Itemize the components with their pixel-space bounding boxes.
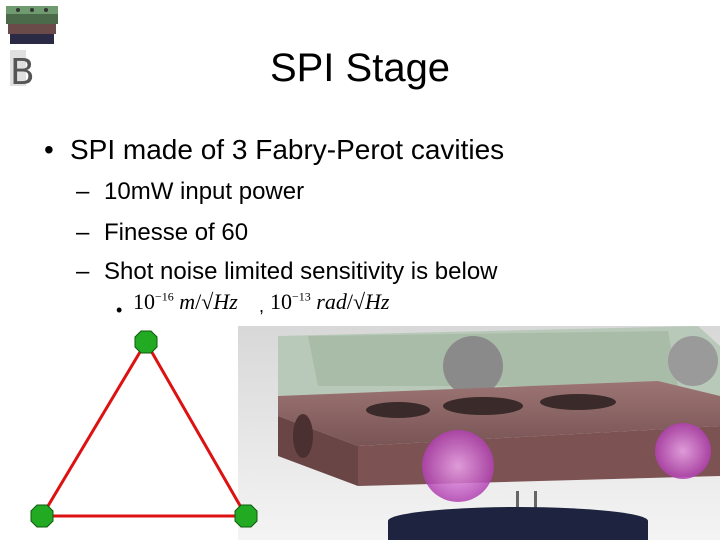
formula1-den: Hz bbox=[213, 289, 238, 314]
formula2-den: Hz bbox=[365, 289, 390, 314]
stage-logo-icon: B bbox=[6, 6, 58, 88]
cavity-triangle-diagram bbox=[30, 330, 258, 528]
sub-bullet-2: –Finesse of 60 bbox=[76, 218, 248, 248]
sub-bullet-text: 10mW input power bbox=[104, 178, 305, 205]
formula2-unit: rad bbox=[316, 289, 347, 314]
sub-bullet-1: –10mW input power bbox=[76, 177, 304, 207]
formula-slash: /√ bbox=[346, 289, 366, 314]
formula-slash: /√ bbox=[195, 289, 214, 314]
spi-stage-render bbox=[238, 326, 720, 540]
formula1-base: 10 bbox=[133, 289, 155, 314]
formula-angle: 10−13 rad/√Hz bbox=[270, 289, 412, 329]
formula2-exp: −13 bbox=[292, 289, 311, 304]
mirror-node-right bbox=[234, 504, 258, 528]
sub-bullet-dash: – bbox=[76, 219, 90, 246]
formula-separator: , bbox=[259, 296, 265, 316]
formula1-exp: −16 bbox=[155, 289, 174, 304]
svg-text:B: B bbox=[10, 52, 35, 88]
formula1-unit: m bbox=[179, 289, 196, 314]
main-bullet: • SPI made of 3 Fabry-Perot cavities bbox=[44, 132, 504, 168]
level3-bullet-dot: • bbox=[116, 300, 123, 320]
cavity-edge-left bbox=[40, 341, 148, 517]
sub-bullet-text: Shot noise limited sensitivity is below bbox=[104, 258, 498, 285]
formula2-base: 10 bbox=[270, 289, 292, 314]
mirror-node-top bbox=[134, 330, 158, 354]
sub-bullet-3: –Shot noise limited sensitivity is below bbox=[76, 257, 498, 287]
sub-bullet-dash: – bbox=[76, 178, 90, 205]
page-title: SPI Stage bbox=[269, 46, 451, 90]
main-bullet-text: SPI made of 3 Fabry-Perot cavities bbox=[70, 134, 505, 165]
sub-bullet-text: Finesse of 60 bbox=[104, 219, 249, 246]
formula-displacement: 10−16 m/√Hz bbox=[133, 289, 263, 329]
sub-bullet-dash: – bbox=[76, 258, 90, 285]
cavity-edge-right bbox=[144, 341, 248, 517]
mirror-node-left bbox=[30, 504, 54, 528]
bullet-dot: • bbox=[44, 134, 54, 165]
